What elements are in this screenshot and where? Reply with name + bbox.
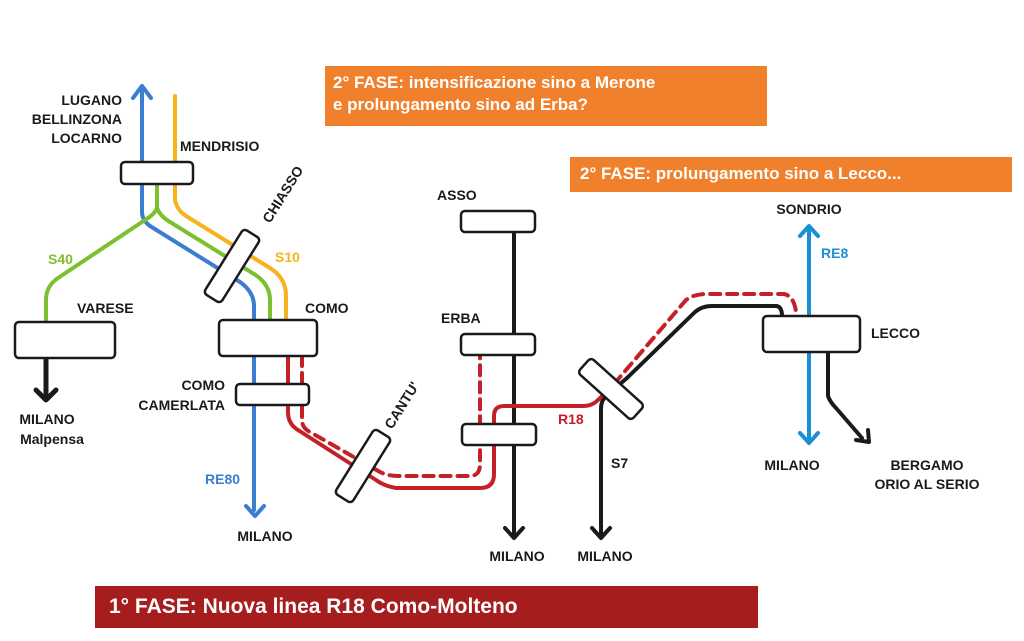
- banner-phase2-merone-line2: e prolungamento sino ad Erba?: [333, 95, 589, 114]
- label-como-camerlata-1: COMO: [181, 377, 225, 393]
- line-r18: [286, 354, 610, 490]
- station-box-chiasso[interactable]: [203, 228, 261, 304]
- label-malpensa: Malpensa: [20, 431, 84, 447]
- label-line-s40: S40: [48, 251, 73, 267]
- line-r18-phase2-dashed: [300, 350, 482, 478]
- line-s40: [44, 182, 159, 324]
- arrow-down-milano-re80: [244, 504, 266, 518]
- arrow-down-malpensa: [33, 387, 59, 403]
- label-milano-malpensa: MILANO: [19, 411, 74, 427]
- label-varese: VARESE: [77, 300, 134, 316]
- arrow-down-milano-re8: [798, 431, 820, 445]
- banner-phase1: 1° FASE: Nuova linea R18 Como-Molteno: [95, 586, 758, 628]
- station-box-como-camerlata[interactable]: [234, 382, 311, 407]
- label-bellinzona: BELLINZONA: [32, 111, 122, 127]
- station-box-lecco[interactable]: [761, 314, 862, 354]
- label-como: COMO: [305, 300, 349, 316]
- label-chiasso: CHIASSO: [259, 163, 306, 226]
- line-r18-lecco-dashed: [612, 292, 798, 386]
- station-box-cantu[interactable]: [334, 428, 392, 504]
- label-milano-s7: MILANO: [577, 548, 632, 564]
- line-re80: [140, 88, 256, 512]
- label-milano-re8: MILANO: [764, 457, 819, 473]
- label-lecco: LECCO: [871, 325, 920, 341]
- label-line-re80: RE80: [205, 471, 240, 487]
- station-box-como[interactable]: [217, 318, 319, 358]
- label-line-s10: S10: [275, 249, 300, 265]
- arrow-down-milano-s7: [590, 526, 612, 540]
- label-cantu: CANTU': [381, 379, 422, 432]
- label-locarno: LOCARNO: [51, 130, 122, 146]
- arrow-down-milano-asso: [503, 526, 525, 540]
- label-asso: ASSO: [437, 187, 477, 203]
- station-box-molteno[interactable]: [460, 422, 538, 447]
- line-s40-como-branch: [155, 206, 272, 324]
- station-box-asso[interactable]: [459, 209, 537, 234]
- banner-phase2-merone-line1: 2° FASE: intensificazione sino a Merone: [333, 73, 656, 92]
- line-s10: [173, 94, 288, 324]
- label-line-re8: RE8: [821, 245, 848, 261]
- label-line-s7: S7: [611, 455, 628, 471]
- station-box-varese[interactable]: [13, 320, 117, 360]
- label-como-camerlata-2: CAMERLATA: [138, 397, 225, 413]
- banner-phase2-merone: 2° FASE: intensificazione sino a Merone …: [325, 66, 767, 126]
- label-erba: ERBA: [441, 310, 481, 326]
- banner-phase2-lecco: 2° FASE: prolungamento sino a Lecco...: [570, 157, 1012, 192]
- label-bergamo: BERGAMO: [890, 457, 963, 473]
- label-sondrio: SONDRIO: [776, 201, 841, 217]
- label-lugano: LUGANO: [61, 92, 122, 108]
- line-lecco-bergamo: [826, 350, 864, 440]
- arrow-up-sondrio: [798, 224, 820, 238]
- station-box-erba[interactable]: [459, 332, 537, 357]
- arrow-up-lugano: [131, 84, 153, 100]
- line-lecco-black: [625, 304, 784, 380]
- arrow-bergamo: [854, 428, 871, 444]
- label-milano-re80: MILANO: [237, 528, 292, 544]
- station-box-mendrisio[interactable]: [119, 160, 195, 186]
- station-box-molteno-junction[interactable]: [577, 357, 645, 421]
- label-line-r18: R18: [558, 411, 584, 427]
- label-milano-asso: MILANO: [489, 548, 544, 564]
- label-orio-al-serio: ORIO AL SERIO: [874, 476, 979, 492]
- label-mendrisio: MENDRISIO: [180, 138, 259, 154]
